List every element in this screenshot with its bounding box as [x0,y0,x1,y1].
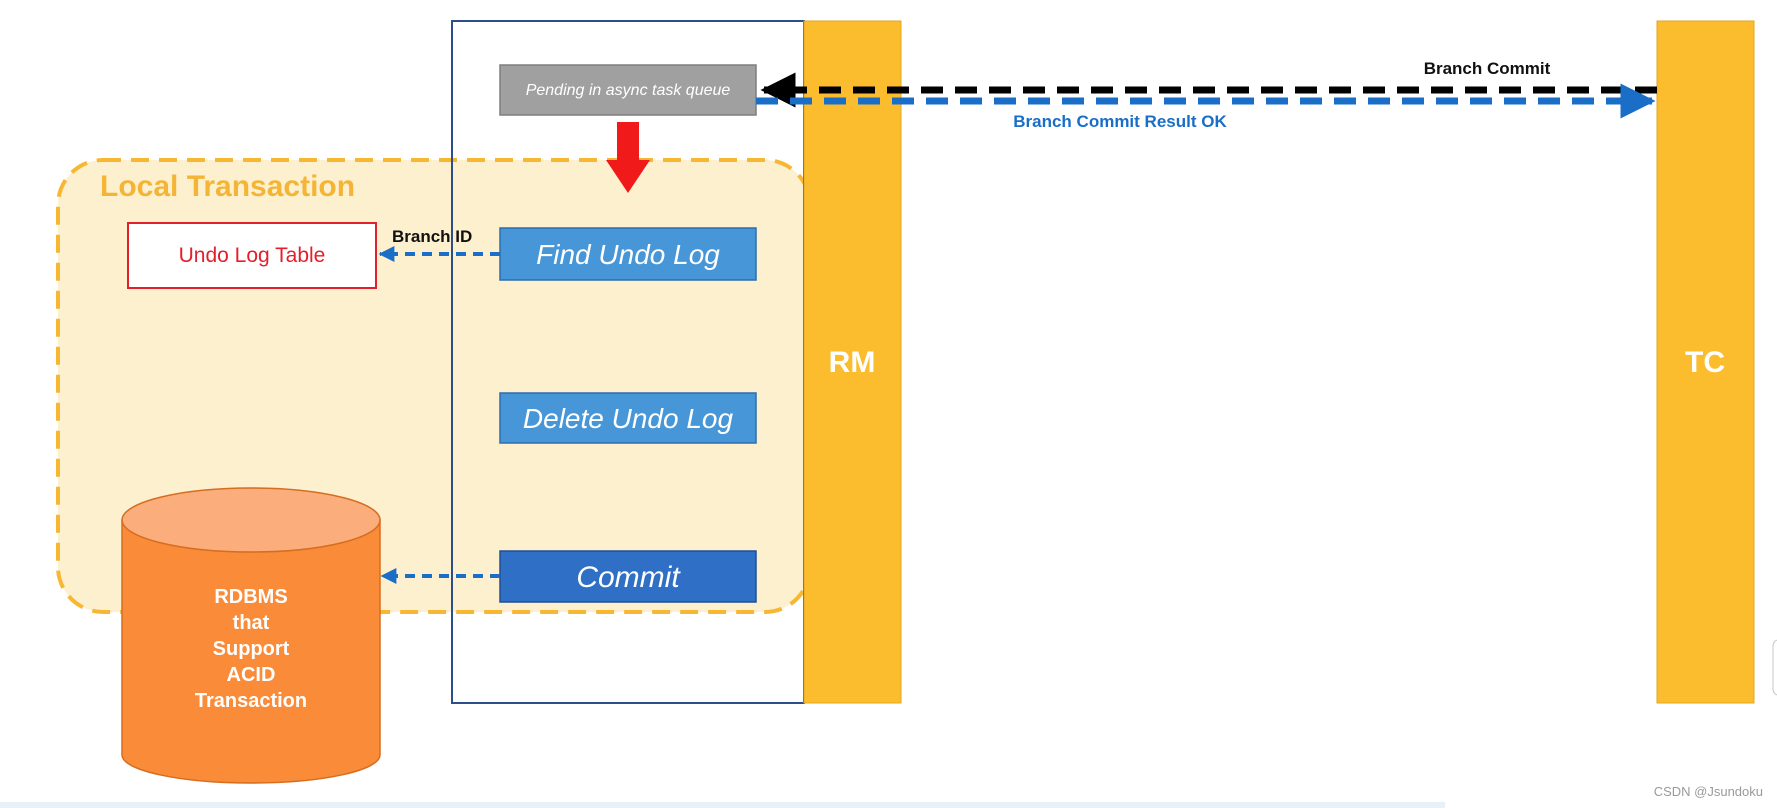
bottom-strip [0,802,1445,808]
find-undo-log-step [499,227,757,281]
watermark: CSDN @Jsundoku [1654,784,1763,799]
database-label-line-4: ACID [227,664,276,686]
branch-commit-result-label: Branch Commit Result OK [1013,112,1227,131]
database-label-line-5: Transaction [195,690,307,712]
delete-undo-log-step [499,392,757,444]
database-label-line-3: Support [213,638,290,660]
pending-queue-label: Pending in async task queue [526,82,731,99]
find-undo-log-label: Find Undo Log [536,239,720,270]
branch-id-label: Branch ID [392,227,472,246]
database-label-line-1: RDBMS [214,586,287,608]
undo-log-table-label: Undo Log Table [179,244,326,267]
tc-label: TC [1685,346,1725,379]
commit-label: Commit [576,561,681,594]
delete-undo-log-label: Delete Undo Log [523,403,734,434]
side-scroll-handle[interactable] [1772,639,1777,696]
pending-queue-box [499,64,757,116]
rdbms-database: RDBMS that Support ACID Transaction [121,487,381,784]
branch-commit-label: Branch Commit [1424,59,1551,78]
database-label-line-2: that [233,612,270,634]
rm-label: RM [829,346,876,379]
local-transaction-label: Local Transaction [100,170,355,203]
rm-lane [803,20,902,704]
tc-lane [1656,20,1755,704]
red-down-arrow-icon [606,122,650,193]
undo-log-table-box [127,222,377,289]
